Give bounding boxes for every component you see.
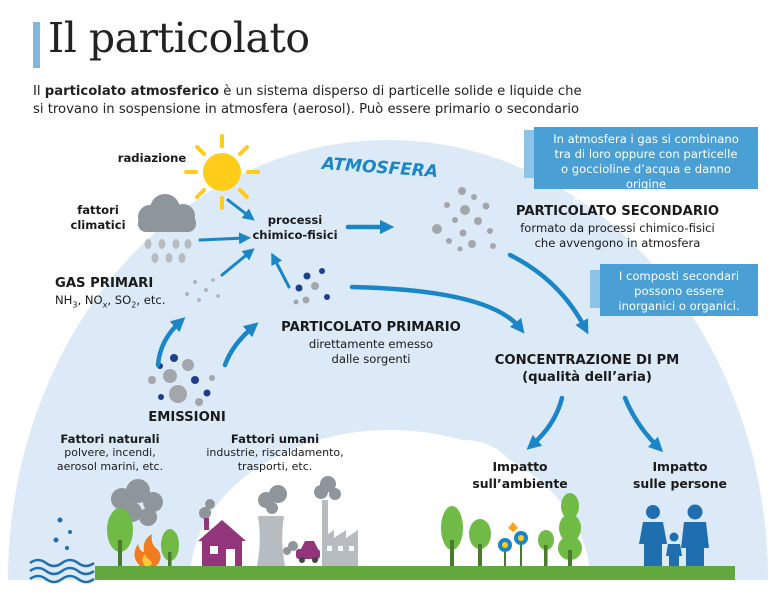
emissions-label: EMISSIONI xyxy=(148,410,226,425)
primary-gases-label: GAS PRIMARI NH3, NOx, SO2, etc. xyxy=(55,276,195,309)
tree-icon xyxy=(441,506,463,566)
atmosphere-arch xyxy=(8,140,768,580)
pm-concentration-label: CONCENTRAZIONE DI PM (qualità dell’aria) xyxy=(494,353,680,385)
arrow-primario-processi xyxy=(271,252,291,289)
primary-gases-list: NH3, NOx, SO2, etc. xyxy=(55,293,166,310)
arrow-emissioni-gas xyxy=(155,317,186,368)
person-icon xyxy=(681,504,709,566)
tree-icon xyxy=(107,508,133,566)
smoke-house-icon xyxy=(199,499,215,519)
cloud-rain-icon xyxy=(138,194,196,263)
page-title: Il particolato xyxy=(48,14,310,62)
sun-icon xyxy=(184,134,260,210)
flow-arrows xyxy=(198,198,291,289)
primary-particles-icon xyxy=(293,268,330,305)
title-accent-bar xyxy=(33,22,40,68)
secondary-particulate-label: PARTICOLATO SECONDARIO formato da proces… xyxy=(515,204,720,250)
note-tab-2 xyxy=(590,270,600,308)
person-icon xyxy=(639,505,667,566)
intro-text: Il particolato atmosferico è un sistema … xyxy=(33,84,582,117)
cooling-tower-icon xyxy=(257,485,287,566)
arrow-conc-persone xyxy=(622,395,664,453)
factory-icon xyxy=(314,476,358,566)
arrow-emissioni-primario xyxy=(222,322,259,368)
note-tab-1 xyxy=(524,130,534,178)
radiation-label: radiazione xyxy=(117,151,187,165)
intro-bold: particolato atmosferico xyxy=(44,84,220,99)
arrow-primario-conc xyxy=(349,284,525,334)
flower-icon xyxy=(498,522,528,566)
person-icon xyxy=(666,532,682,566)
tree-icon xyxy=(538,530,554,566)
house-icon xyxy=(198,518,246,566)
environment-impact-label: Impatto sull’ambiente xyxy=(472,459,568,491)
tree-icon xyxy=(469,519,491,566)
arrow-clima-processi xyxy=(198,232,251,245)
note-secondary-compounds: I composti secondari possono essere inor… xyxy=(600,264,758,316)
human-factors-label: Fattori umani industrie, riscaldamento, … xyxy=(206,432,344,473)
natural-factors-label: Fattori naturali polvere, incendi, aeros… xyxy=(56,432,164,473)
gas-particles-icon xyxy=(185,278,220,302)
note-secondary-formation: In atmosfera i gas si combinano tra di l… xyxy=(534,127,758,206)
secondary-particles-icon xyxy=(432,187,496,252)
arrow-secondario-conc xyxy=(507,252,589,335)
primary-particulate-label: PARTICOLATO PRIMARIO direttamente emesso… xyxy=(281,320,461,366)
people-impact-label: Impatto sulle persone xyxy=(633,459,727,491)
sea-spray-icon xyxy=(53,517,72,550)
arrow-gas-processi xyxy=(220,248,255,277)
emission-particles-icon xyxy=(148,354,215,406)
tree-icon xyxy=(558,493,582,566)
climate-factors-label: fattori climatici xyxy=(70,203,126,232)
wave-icon xyxy=(29,558,95,584)
arrow-sun-processi xyxy=(226,198,255,221)
ground xyxy=(95,566,735,580)
processes-label: processi chimico-fisici xyxy=(252,213,338,242)
arrow-conc-ambiente xyxy=(526,395,565,450)
fire-icon xyxy=(134,534,161,566)
tree-icon xyxy=(161,529,179,566)
car-icon xyxy=(283,541,320,563)
